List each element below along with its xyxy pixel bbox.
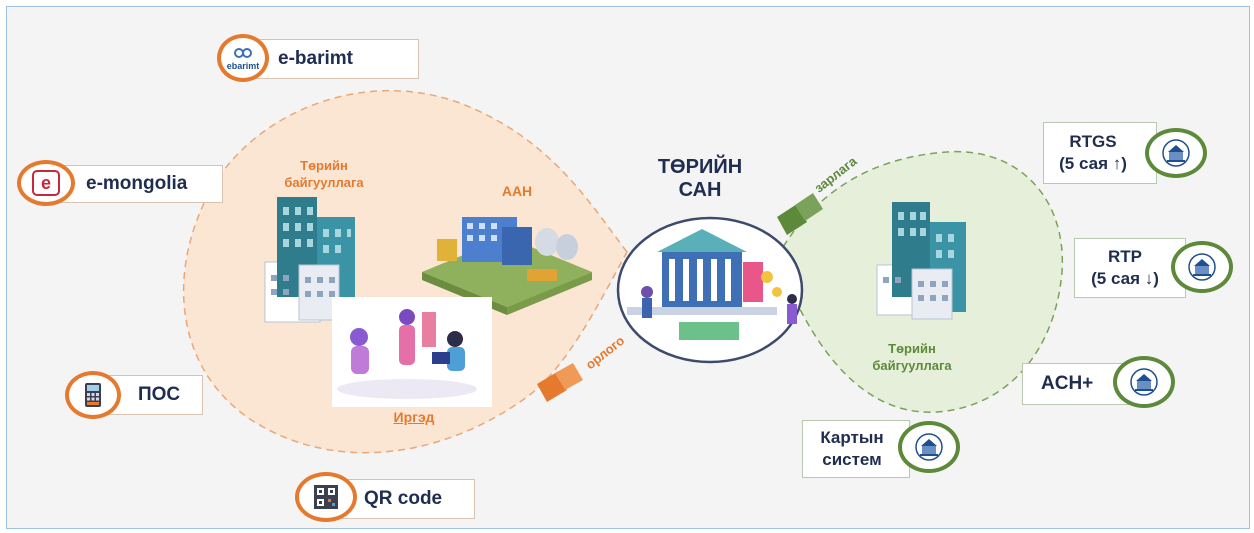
expense-flow-arrow (777, 193, 823, 235)
pos-terminal-icon (65, 371, 121, 419)
treasury-title-line2: САН (678, 179, 722, 201)
diagram-background (182, 89, 1064, 454)
ach-central-bank-logo-icon (1113, 356, 1175, 408)
left-org-label: Төрийн байгууллага (269, 157, 379, 191)
treasury-title: ТӨРИЙН САН (645, 156, 755, 202)
card-system-central-bank-logo-icon (898, 421, 960, 473)
people-icon (332, 297, 492, 407)
rtgs-label-line2: (5 сая ↑) (1059, 154, 1127, 173)
left-org-line2: байгууллага (284, 175, 364, 190)
qr-label: QR code (364, 488, 443, 509)
emongolia-label-box: e-mongolia (53, 165, 223, 203)
card-system-label-line1: Картын (820, 428, 884, 447)
rtgs-label-line1: RTGS (1069, 132, 1117, 151)
revenue-flow-arrow (537, 363, 583, 402)
citizen-label: Иргэд (393, 409, 435, 425)
ach-label: ACH+ (1041, 373, 1094, 394)
treasury-building-icon (627, 229, 797, 340)
ebarimt-label-box: e-barimt (247, 39, 419, 79)
rtp-label-box: RTP (5 сая ↓) (1074, 238, 1186, 298)
rtgs-label-box: RTGS (5 сая ↑) (1043, 122, 1157, 184)
card-system-label-box: Картын систем (802, 420, 910, 478)
ebarimt-label: e-barimt (278, 48, 353, 69)
rtp-label-line2: (5 сая ↓) (1091, 269, 1159, 288)
qr-code-icon (295, 472, 357, 522)
right-org-line2: байгууллага (872, 358, 952, 373)
rtp-label-line1: RTP (1107, 247, 1142, 266)
revenue-region-blob (182, 89, 628, 454)
left-office-buildings-icon (264, 197, 355, 323)
right-office-buildings-icon (876, 202, 966, 320)
right-org-line1: Төрийн (888, 341, 936, 356)
card-system-label-line2: систем (822, 450, 882, 469)
rtp-central-bank-logo-icon (1171, 241, 1233, 293)
ebarimt-logo-text: ebarimt (226, 60, 260, 71)
pos-label: ПОС (138, 384, 181, 405)
aan-label: ААН (501, 183, 533, 199)
ebarimt-logo-icon: ebarimt (217, 34, 269, 82)
emongolia-logo-icon: e (17, 160, 75, 206)
left-org-line1: Төрийн (300, 158, 348, 173)
emongolia-label: e-mongolia (86, 173, 188, 194)
right-org-label: Төрийн байгууллага (857, 340, 967, 374)
emongolia-logo-letter: e (32, 170, 60, 196)
treasury-title-line1: ТӨРИЙН (657, 156, 743, 178)
rtgs-central-bank-logo-icon (1145, 128, 1207, 178)
diagram-frame: Төрийн байгууллага ААН Иргэд орлого ТӨРИ… (6, 6, 1250, 529)
